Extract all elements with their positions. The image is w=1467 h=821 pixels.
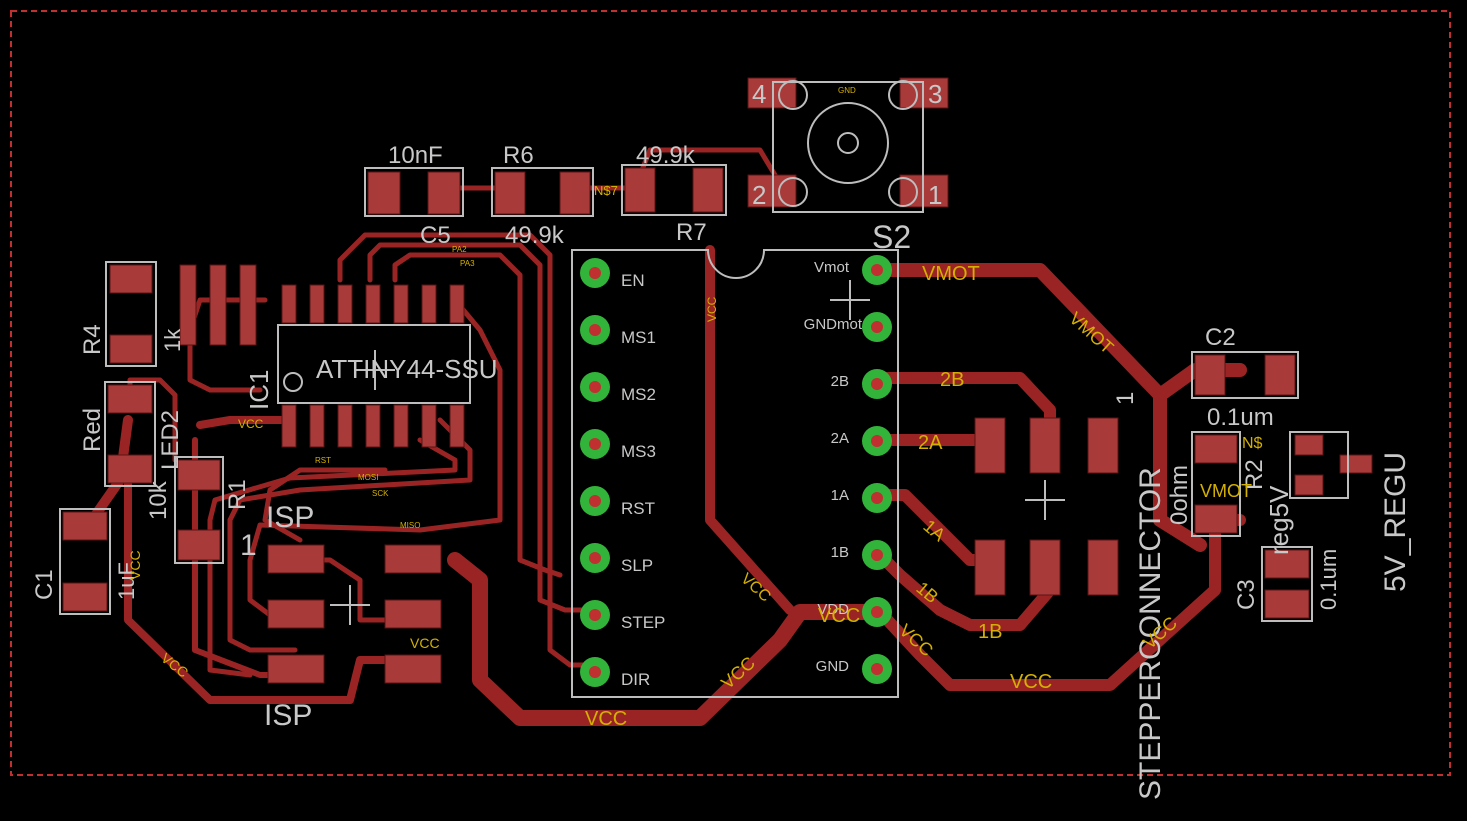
label-sck: SCK [372,489,389,498]
pin-label-1a: 1A [831,487,849,504]
s2-gnd-label: GND [838,86,856,95]
pin-label-2a: 2A [831,430,849,447]
isp-ref-bottom: ISP [264,699,312,732]
net-n-s-right: N$ [1242,435,1263,452]
label-pa2: PA2 [452,245,467,254]
net-vcc-bottom-right: VCC [1010,671,1052,693]
c3-value: 0.1um [1316,549,1341,610]
s2-pin3: 3 [928,79,942,109]
r2-ref: R2 [1241,459,1268,490]
s2-pin2: 2 [752,180,766,210]
net-vcc-bottom-center: VCC [585,708,627,730]
pin-label-dir: DIR [621,670,650,689]
net-n-s7: N$7 [594,183,618,198]
net-2a: 2A [918,432,943,454]
r7-ref: R7 [676,219,707,246]
c5-ref: C5 [420,222,451,249]
stepper-connector-pin1: 1 [1112,392,1139,405]
pin-label-step: STEP [621,613,665,632]
reg-ref: reg5V [1264,485,1294,555]
pin-label-ms2: MS2 [621,385,656,404]
pads [62,77,1373,684]
net-2b: 2B [940,369,964,391]
tiny-signal-labels: PA2 PA3 RST MOSI SCK MISO [315,245,475,530]
pin-label-vmot: Vmot [814,259,850,276]
pin-label-2b: 2B [831,373,849,390]
driver-vias [580,255,892,687]
net-vcc-isp: VCC [410,635,440,651]
board-edge [10,10,1451,776]
label-pa3: PA3 [460,259,475,268]
net-vmot-right: VMOT [1200,481,1252,501]
c5-value: 10nF [388,142,443,169]
s2-ref: S2 [872,219,911,255]
component-labels: ATTINY44-SSU IC1 10nF C5 R6 49.9k 49.9k … [31,79,1412,800]
r4-ref: R4 [79,324,106,355]
pin-label-gnd: GND [816,658,850,675]
c1-value: 1uF [114,562,139,600]
silkscreen-outlines [59,80,1349,698]
net-vcc-left: VCC [127,550,143,580]
net-vcc-ic: VCC [238,417,264,431]
pin-label-ms1: MS1 [621,328,656,347]
s2-pin1: 1 [928,180,942,210]
c1-ref: C1 [31,569,58,600]
r1-value: 10k [145,480,172,520]
pin-label-slp: SLP [621,556,653,575]
r2-value: 0ohm [1166,465,1193,525]
pin-label-1b: 1B [831,544,849,561]
net-1b-bottom: 1B [978,621,1002,643]
reg-value: 5V_REGU [1379,452,1412,592]
pin-label-rst: RST [621,499,655,518]
pin-label-gndmot: GNDmot [804,316,863,333]
c2-value: 0.1um [1207,404,1274,431]
ic1-ref: IC1 [244,370,274,410]
driver-pin-labels: EN MS1 MS2 MS3 RST SLP STEP DIR Vmot GND… [621,259,863,689]
pin-label-ms3: MS3 [621,442,656,461]
pin-label-vdd: VDD [817,601,849,618]
stepper-connector-ref: STEPPERCONNECTOR [1134,467,1167,800]
led2-ref: LED2 [157,410,184,470]
net-vcc-pin: VCC [818,605,860,627]
isp-pin1: 1 [240,529,257,562]
traces [80,147,1247,726]
r6-value: 49.9k [505,222,565,249]
pin-label-en: EN [621,271,645,290]
r7-value: 49.9k [636,142,696,169]
r6-ref: R6 [503,142,534,169]
label-mosi: MOSI [358,473,378,482]
net-vcc-trace-a: VCC [737,570,773,605]
label-miso: MISO [400,521,420,530]
label-rst: RST [315,456,331,465]
r1-ref: R1 [224,479,251,510]
c3-ref: C3 [1233,579,1260,610]
net-vcc-trace-b: VCC [705,296,719,322]
led2-value: Red [79,408,106,452]
isp-ref-top: ISP [266,501,314,534]
s2-pin4: 4 [752,79,766,109]
c2-ref: C2 [1205,324,1236,351]
net-vmot-top: VMOT [922,263,980,285]
ic1-value: ATTINY44-SSU [316,354,498,384]
r4-value: 1k [160,328,185,352]
